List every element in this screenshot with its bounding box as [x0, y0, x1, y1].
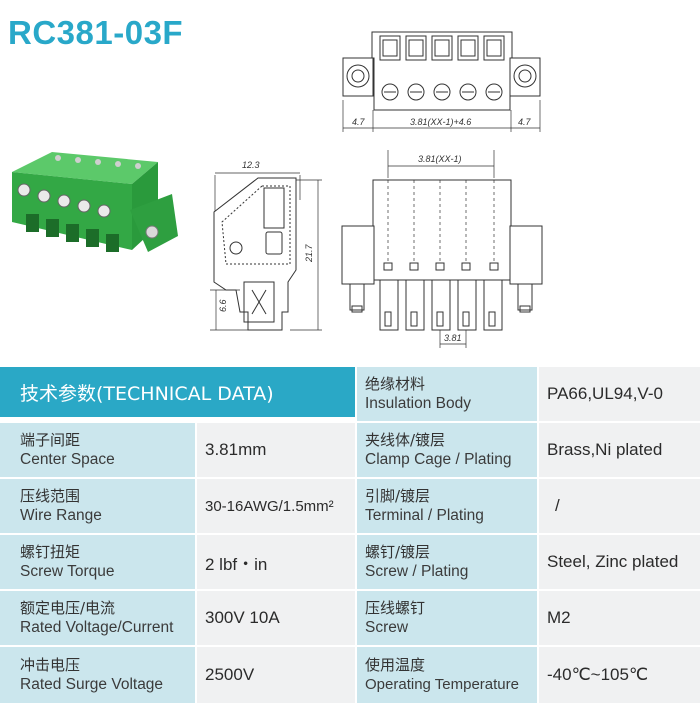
table-row: 压线范围 Wire Range 30-16AWG/1.5mm² — [0, 479, 700, 533]
front-view-drawing — [341, 150, 543, 348]
spec-label: 螺钉/镀层 Screw / Plating — [357, 535, 537, 589]
dim-side-width: 12.3 — [242, 160, 260, 170]
spec-value: 30-16AWG/1.5mm² — [197, 479, 355, 533]
spec-label: 冲击电压 Rated Surge Voltage — [0, 647, 195, 703]
table-row: 冲击电压 Rated Surge Voltage 2500V — [0, 647, 700, 703]
dim-top-right: 4.7 — [518, 117, 532, 127]
dim-pitch-span: 3.81(XX-1) — [418, 154, 462, 164]
spec-value: 2 lbf・in — [197, 535, 355, 589]
side-section-drawing — [210, 172, 322, 331]
dim-side-height: 21.7 — [304, 243, 314, 263]
spec-label: 压线螺钉 Screw — [357, 591, 537, 645]
dim-side-pin: 6.6 — [218, 299, 228, 312]
spec-value: -40℃~105℃ — [539, 647, 700, 703]
top-view-drawing — [342, 31, 541, 132]
spec-value: PA66,UL94,V-0 — [539, 367, 700, 421]
spec-value: Steel, Zinc plated — [539, 535, 700, 589]
dim-top-left: 4.7 — [352, 117, 366, 127]
spec-label: 压线范围 Wire Range — [0, 479, 195, 533]
spec-value: 300V 10A — [197, 591, 355, 645]
table-header: 技术参数(TECHNICAL DATA) — [0, 367, 355, 417]
table-row: 夹线体/镀层 Clamp Cage / Plating Brass,Ni pla… — [0, 423, 700, 477]
top-view-screws — [381, 83, 503, 101]
product-title: RC381-03F — [8, 14, 184, 51]
technical-data-table: 技术参数(TECHNICAL DATA) 端子间距 Center Space 3… — [0, 367, 700, 708]
dim-top-middle: 3.81(XX-1)+4.6 — [410, 117, 471, 127]
spec-value: Brass,Ni plated — [539, 423, 700, 477]
table-header-title: 技术参数(TECHNICAL DATA) — [20, 382, 274, 405]
spec-value: 2500V — [197, 647, 355, 703]
table-row: 引脚/镀层 Terminal / Plating / — [0, 479, 700, 533]
footer-strip — [0, 703, 700, 708]
table-row: 螺钉扭矩 Screw Torque 2 lbf・in — [0, 535, 700, 589]
table-row: 使用温度 Operating Temperature -40℃~105℃ — [0, 647, 700, 703]
table-row: 压线螺钉 Screw M2 — [0, 591, 700, 645]
spec-label: 端子间距 Center Space — [0, 423, 195, 477]
top-view-slots — [379, 35, 505, 61]
table-row: 螺钉/镀层 Screw / Plating Steel, Zinc plated — [0, 535, 700, 589]
spec-value: / — [539, 479, 700, 533]
table-row: 额定电压/电流 Rated Voltage/Current 300V 10A — [0, 591, 700, 645]
spec-label: 使用温度 Operating Temperature — [357, 647, 537, 703]
dim-pin-pitch: 3.81 — [444, 333, 462, 343]
spec-value: M2 — [539, 591, 700, 645]
spec-label: 引脚/镀层 Terminal / Plating — [357, 479, 537, 533]
table-row: 绝缘材料 Insulation Body PA66,UL94,V-0 — [0, 367, 700, 421]
spec-value: 3.81mm — [197, 423, 355, 477]
technical-drawings: 4.7 3.81(XX-1)+4.6 4.7 — [12, 31, 543, 348]
spec-label: 额定电压/电流 Rated Voltage/Current — [0, 591, 195, 645]
spec-label: 夹线体/镀层 Clamp Cage / Plating — [357, 423, 537, 477]
connector-3d-illustration — [12, 152, 178, 252]
spec-label: 绝缘材料 Insulation Body — [357, 367, 537, 421]
table-row: 端子间距 Center Space 3.81mm — [0, 423, 700, 477]
spec-label: 螺钉扭矩 Screw Torque — [0, 535, 195, 589]
